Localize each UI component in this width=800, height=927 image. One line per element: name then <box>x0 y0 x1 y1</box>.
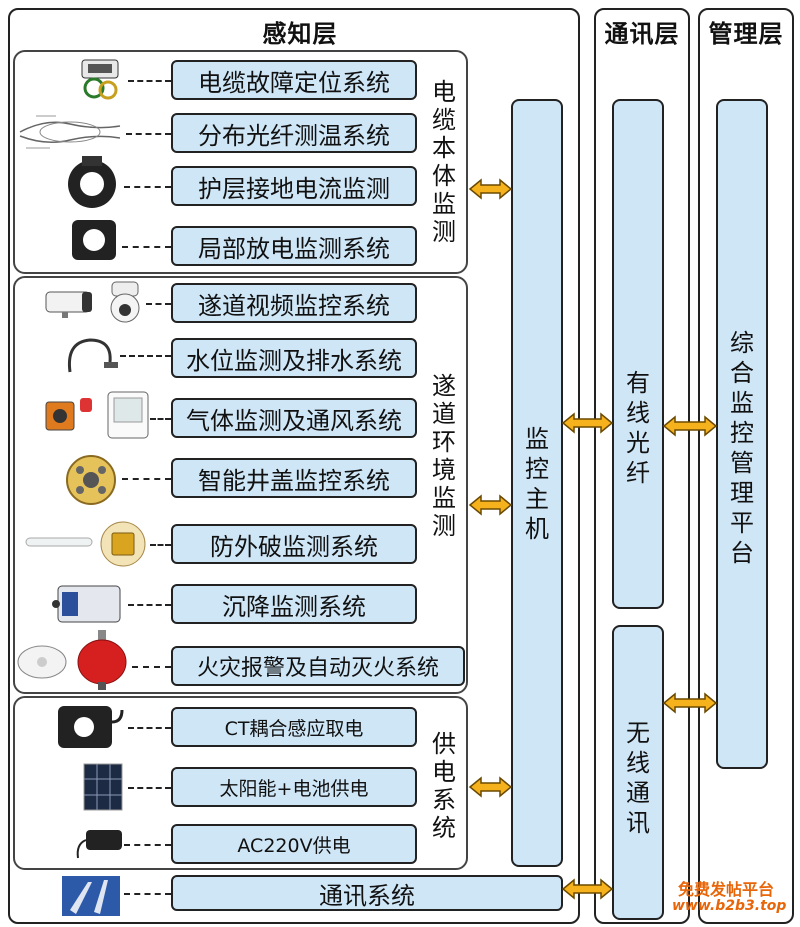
tunnel-video-box: 遂道视频监控系统 <box>171 283 417 323</box>
water-level-sensor-icon <box>60 332 120 378</box>
tunnel-environment-label: 遂道环境监测 <box>432 372 456 540</box>
solar-panel-icon <box>82 762 124 812</box>
anti-damage-sensor-icon <box>98 520 148 568</box>
partial-discharge-box: 局部放电监测系统 <box>171 226 417 266</box>
fire-alarm-box: 火灾报警及自动灭火系统 <box>171 646 465 686</box>
cable-monitoring-label: 电缆本体监测 <box>432 78 456 246</box>
arrow-comm-to-wireless <box>561 878 614 900</box>
dome-camera-icon <box>104 280 146 326</box>
arrow-cable-to-host <box>468 178 513 200</box>
arrow-tunnel-to-host <box>468 494 513 516</box>
leader-line <box>120 355 171 357</box>
leader-line <box>128 787 171 789</box>
gas-ventilation-box: 气体监测及通风系统 <box>171 398 417 438</box>
ac220-power-box: AC220V供电 <box>171 824 417 864</box>
communication-system-box: 通讯系统 <box>171 875 563 911</box>
settlement-box: 沉降监测系统 <box>171 584 417 624</box>
perception-layer-title: 感知层 <box>262 20 338 48</box>
management-layer-title: 管理层 <box>708 20 784 48</box>
communication-layer-title: 通讯层 <box>604 20 680 48</box>
watermark-text: 免费发帖平台 <box>678 880 775 899</box>
leader-line <box>150 544 171 546</box>
wireless-comm-box <box>612 625 664 920</box>
leader-line <box>124 893 171 895</box>
fire-extinguisher-ball-icon <box>74 630 130 690</box>
anti-damage-box: 防外破监测系统 <box>171 524 417 564</box>
power-supply-label: 供电系统 <box>432 730 456 842</box>
solar-battery-box: 太阳能+电池供电 <box>171 767 417 807</box>
current-sensor-clamp-icon <box>76 58 126 102</box>
arrow-host-to-fiber <box>561 412 614 434</box>
ct-coupling-core-icon <box>56 702 126 752</box>
leader-line <box>132 666 171 668</box>
grounding-current-ct-icon <box>62 152 122 212</box>
leader-line <box>150 418 171 420</box>
monitor-host-box <box>511 99 563 867</box>
leader-line <box>126 133 171 135</box>
wired-fiber-box <box>612 99 664 609</box>
settlement-monitor-icon <box>52 578 126 630</box>
wired-fiber-label: 有线光纤 <box>626 369 650 487</box>
temperature-humidity-meter-icon <box>106 390 150 440</box>
leader-line <box>146 303 171 305</box>
gas-detector-icon <box>40 392 98 442</box>
bullet-camera-icon <box>44 286 98 320</box>
cable-fault-location-box: 电缆故障定位系统 <box>171 60 417 100</box>
vibration-cable-icon <box>24 532 94 552</box>
fiber-temperature-box: 分布光纤测温系统 <box>171 113 417 153</box>
arrow-power-to-host <box>468 776 513 798</box>
arrow-fiber-to-platform <box>662 415 718 437</box>
fiber-cable-joint-icon <box>16 110 124 154</box>
monitor-host-label: 监控主机 <box>525 425 549 543</box>
leader-line <box>128 727 171 729</box>
ac-power-adapter-icon <box>72 824 124 864</box>
leader-line <box>128 80 171 82</box>
management-platform-box <box>716 99 768 769</box>
leader-line <box>122 246 171 248</box>
antenna-icon <box>60 874 122 918</box>
leader-line <box>128 604 171 606</box>
leader-line <box>124 844 171 846</box>
manhole-cover-box: 智能井盖监控系统 <box>171 458 417 498</box>
sheath-current-box: 护层接地电流监测 <box>171 166 417 206</box>
partial-discharge-sensor-icon <box>68 214 120 266</box>
management-platform-label: 综合监控管理平台 <box>730 329 754 567</box>
wireless-comm-label: 无线通讯 <box>626 719 650 837</box>
watermark-url: www.b2b3.top <box>672 898 787 914</box>
leader-line <box>124 186 171 188</box>
smoke-detector-icon <box>16 640 68 682</box>
smart-manhole-cover-icon <box>62 454 120 506</box>
leader-line <box>122 478 171 480</box>
ct-power-box: CT耦合感应取电 <box>171 707 417 747</box>
water-level-box: 水位监测及排水系统 <box>171 338 417 378</box>
arrow-wireless-to-platform <box>662 692 718 714</box>
